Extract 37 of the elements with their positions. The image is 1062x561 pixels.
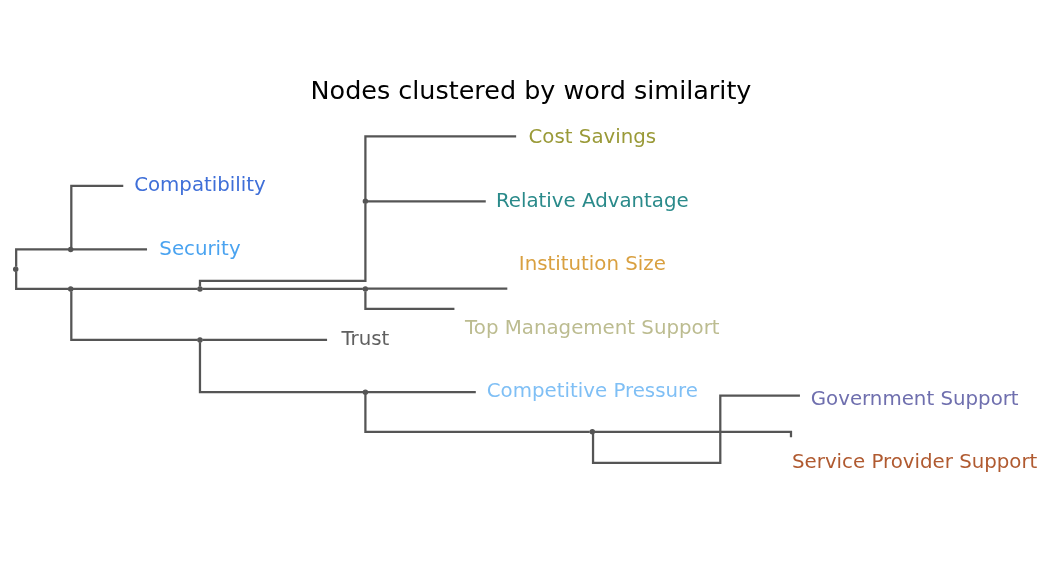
- connector: [70, 184, 124, 248]
- node-text: Compatibility: [134, 173, 266, 196]
- node-point: [67, 246, 74, 253]
- node-text: Cost Savings: [528, 124, 657, 148]
- node-text: Competitive Pressure: [486, 379, 698, 403]
- connector: [202, 338, 328, 341]
- node-point: [197, 337, 203, 343]
- connector: [364, 291, 455, 310]
- node-point: [12, 266, 19, 272]
- connector: [367, 200, 486, 203]
- node-text: Top Management Support: [465, 315, 720, 339]
- connector: [72, 287, 198, 291]
- node-text: Security: [159, 236, 241, 260]
- connector: [198, 342, 364, 394]
- node-point: [362, 198, 369, 205]
- connector: [202, 287, 363, 291]
- diagram-title: Nodes clustered by word similarity: [310, 74, 752, 105]
- connector: [367, 391, 476, 394]
- connector: [72, 248, 148, 251]
- connector: [364, 394, 590, 433]
- node-text: Service Provider Support: [792, 450, 1038, 474]
- node-point: [197, 286, 203, 292]
- connector: [15, 248, 69, 267]
- connector: [198, 203, 367, 287]
- node-point: [589, 429, 596, 435]
- node-point: [67, 286, 74, 292]
- connector: [367, 287, 508, 290]
- connector: [591, 394, 800, 464]
- node-text: Trust: [341, 327, 390, 351]
- node-text: Government Support: [810, 386, 1019, 410]
- node-point: [362, 389, 369, 395]
- connector: [70, 291, 198, 341]
- connector: [364, 135, 517, 200]
- node-text: Institution Size: [518, 252, 666, 276]
- connector: [15, 271, 69, 291]
- node-text: Relative Advantage: [495, 188, 689, 212]
- node-point: [362, 286, 369, 292]
